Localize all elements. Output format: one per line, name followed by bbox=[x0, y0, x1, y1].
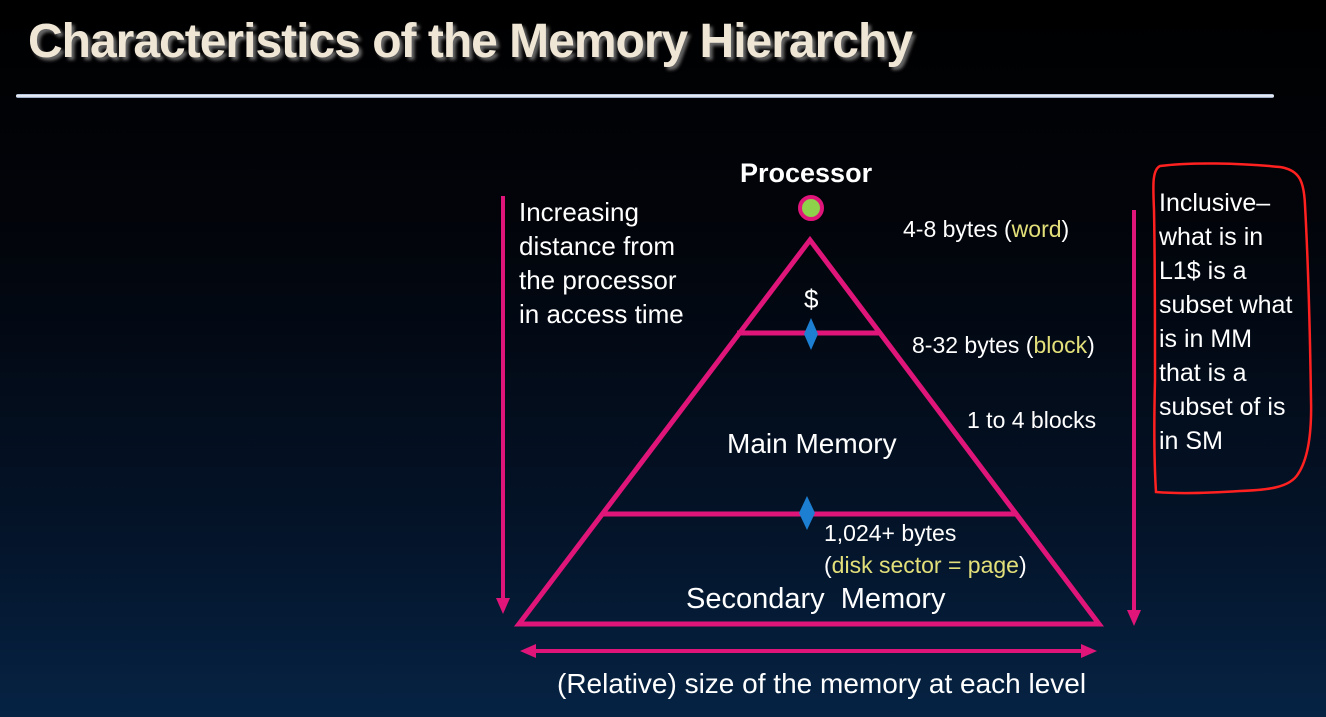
inclusive-note: Inclusive– what is in L1$ is a subset wh… bbox=[1159, 189, 1293, 455]
cache-label: $ bbox=[804, 284, 819, 314]
inclusive-arrow-head bbox=[1127, 610, 1141, 626]
word-transfer-unit: word bbox=[1011, 216, 1062, 242]
title-divider bbox=[16, 94, 1274, 98]
secondary-memory-label: Secondary Memory bbox=[686, 583, 946, 615]
page-transfer-unit-label: (disk sector = page) bbox=[824, 552, 1027, 579]
page-title: Characteristics of the Memory Hierarchy bbox=[28, 15, 913, 68]
blocks-transfer-label: 1 to 4 blocks bbox=[967, 407, 1097, 433]
word-open-paren: ( bbox=[1004, 216, 1012, 242]
access-time-arrow-head bbox=[496, 598, 510, 614]
page-open-paren: ( bbox=[824, 552, 832, 578]
processor-dot bbox=[798, 195, 824, 221]
annotation-outline bbox=[1152, 162, 1313, 495]
word-transfer-size: 4-8 bytes bbox=[903, 216, 998, 242]
block-open-paren: ( bbox=[1025, 332, 1034, 358]
block-transfer-unit: block bbox=[1033, 332, 1088, 358]
processor-label: Processor bbox=[740, 158, 873, 188]
cache-boundary-diamond bbox=[804, 318, 818, 350]
main-memory-label: Main Memory bbox=[727, 428, 897, 459]
relative-size-label: (Relative) size of the memory at each le… bbox=[557, 668, 1087, 699]
word-close-paren: ) bbox=[1061, 216, 1070, 242]
block-transfer-label: 8-32 bytes (block) bbox=[912, 332, 1095, 359]
word-transfer-label: 4-8 bytes (word) bbox=[903, 216, 1069, 243]
page-transfer-unit: disk sector = page bbox=[831, 552, 1019, 578]
block-transfer-size: 8-32 bytes bbox=[912, 332, 1020, 358]
page-transfer-size: 1,024+ bytes bbox=[824, 520, 957, 546]
pyramid-outline bbox=[513, 235, 1105, 627]
access-time-note: Increasing distance from the processor i… bbox=[519, 197, 684, 329]
block-close-paren: ) bbox=[1087, 332, 1095, 358]
size-arrow-right-head bbox=[1081, 644, 1097, 658]
main-memory-boundary-diamond bbox=[799, 496, 815, 530]
size-arrow-left-head bbox=[520, 644, 536, 658]
page-close-paren: ) bbox=[1018, 552, 1027, 578]
